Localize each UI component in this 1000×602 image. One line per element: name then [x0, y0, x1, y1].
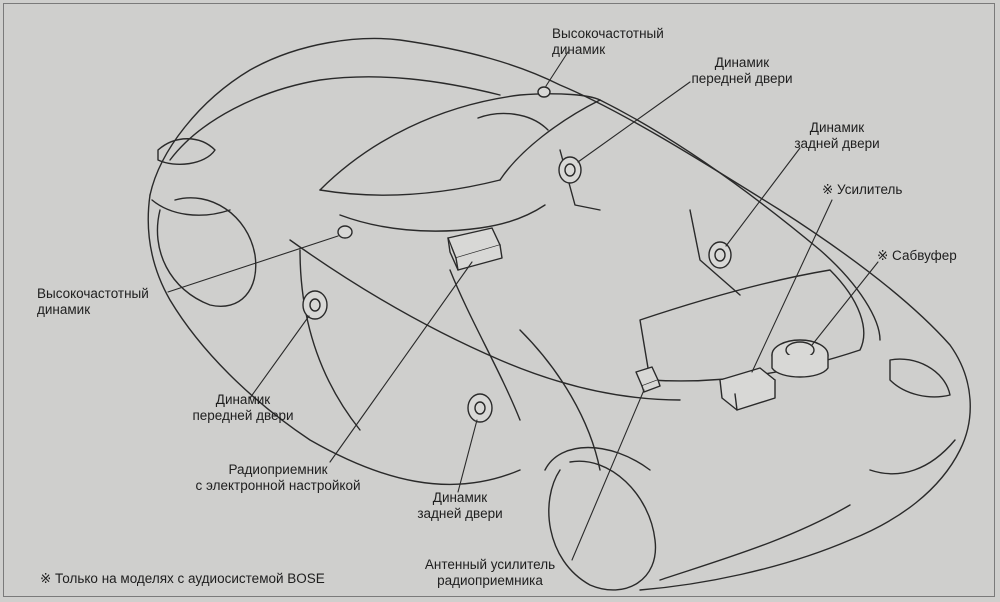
leader-rear-door-top — [725, 147, 801, 247]
b-pillar — [449, 269, 521, 421]
amplifier-unit — [719, 367, 776, 411]
audio-components — [302, 86, 829, 423]
leader-lines — [167, 51, 879, 561]
body-outline — [149, 37, 971, 591]
interior-panel — [689, 209, 741, 296]
wheels — [156, 197, 657, 591]
label-tweeter-top: Высокочастотный динамик — [552, 26, 664, 57]
rear-door-speaker-right — [708, 241, 732, 269]
leader-front-door-left — [249, 315, 310, 399]
mirror — [477, 112, 549, 131]
subwoofer-unit — [771, 339, 829, 378]
leader-radio — [329, 261, 473, 463]
taillight — [889, 358, 951, 398]
tweeter-left-unit — [337, 225, 353, 239]
roof-edge-right — [599, 99, 881, 341]
leader-rear-door-bottom — [457, 419, 478, 493]
rear-wheel — [548, 460, 657, 591]
leader-antenna-amp — [571, 389, 645, 561]
roof-edge-left — [289, 239, 681, 401]
leader-tweeter-left — [167, 235, 339, 293]
label-radio: Радиоприемник с электронной настройкой — [195, 462, 361, 493]
leader-tweeter-top — [545, 51, 569, 87]
headlight — [157, 138, 216, 165]
cabin-lines — [289, 93, 881, 471]
footnote: ※ Только на моделях с аудиосистемой BOSE — [40, 571, 325, 586]
label-tweeter-left: Высокочастотный динамик — [37, 286, 149, 317]
antenna-amp-unit — [635, 366, 661, 393]
label-subwoofer: ※ Сабвуфер — [877, 248, 957, 263]
rear-window — [639, 269, 865, 382]
door-line-front — [299, 249, 361, 431]
rear-wheel-arch — [544, 446, 651, 471]
rear-lower-body — [659, 504, 851, 581]
label-antenna-amp: Антенный усилитель радиоприемника — [424, 557, 556, 588]
rear-bumper — [869, 439, 956, 475]
front-bumper — [151, 199, 231, 216]
label-rear-door-top: Динамик задней двери — [794, 120, 880, 151]
leader-subwoofer — [811, 261, 879, 346]
windshield-frame — [319, 93, 601, 191]
tweeter-top-unit — [537, 86, 551, 98]
label-rear-door-bottom: Динамик задней двери — [417, 490, 503, 521]
label-front-door-left: Динамик передней двери — [192, 392, 294, 423]
hood-line — [169, 76, 501, 161]
a-pillar — [499, 99, 601, 181]
label-amplifier: ※ Усилитель — [822, 182, 903, 197]
radio-unit — [447, 227, 503, 271]
front-wheel — [156, 197, 257, 307]
rear-door-speaker-left — [467, 393, 493, 423]
windshield-lower — [319, 179, 501, 196]
label-front-door-top: Динамик передней двери — [691, 55, 793, 86]
diagram-border — [3, 3, 995, 597]
dashboard — [339, 204, 546, 232]
leader-amplifier — [751, 199, 833, 373]
leader-front-door-top — [577, 81, 691, 163]
body-left-side — [147, 194, 521, 486]
front-door-speaker-right — [558, 156, 582, 184]
front-door-speaker-left — [302, 290, 328, 320]
door-line-rear — [519, 329, 601, 471]
car-body — [147, 37, 971, 591]
